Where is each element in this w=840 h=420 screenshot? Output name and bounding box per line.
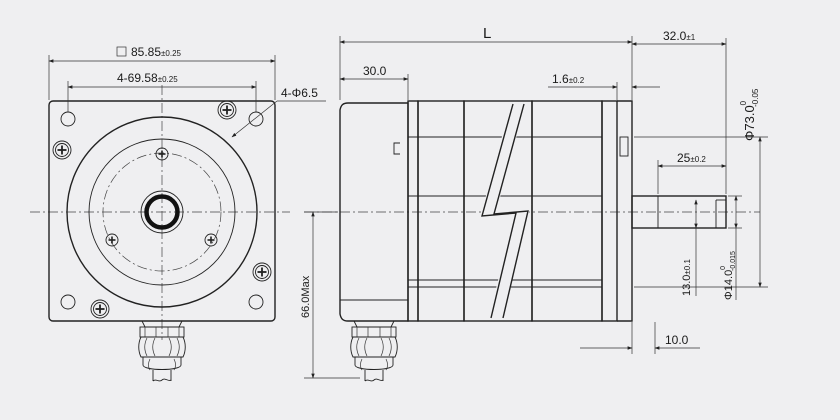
face-screw-icon: [105, 233, 119, 247]
dim-shaft-dia-text: Φ14.00-0.015: [720, 251, 737, 300]
dim-flat-length-text: 25±0.2: [677, 151, 706, 165]
cable-gland-side-icon: [350, 320, 398, 382]
shaft-bore: [144, 194, 180, 230]
mounting-hole-top-left: [60, 111, 76, 127]
side-view: L 32.0±1 30.0 1.6±0.2 25±0.2 Φ73.00-0.05…: [300, 25, 768, 382]
shaft: [631, 195, 727, 229]
dim-hole-dia-text: 4-Φ6.5: [281, 86, 318, 100]
mounting-hole-bottom-left: [60, 294, 76, 310]
break-line: [481, 103, 517, 319]
dim-flange-thickness-text: 1.6±0.2: [552, 72, 585, 86]
stator-block: [601, 100, 618, 322]
square-symbol-icon: [116, 46, 127, 57]
dim-pilot-dia-text: Φ73.00-0.05: [739, 88, 760, 141]
shaft-boss: [140, 190, 184, 234]
face-screw-icon: [204, 233, 218, 247]
pilot-circle: [88, 138, 236, 286]
dim-stub-text: 10.0: [665, 333, 689, 347]
cable-gland-front-icon: [138, 320, 186, 382]
hole-dia-leader: [231, 100, 278, 138]
corner-screw-icon: [52, 140, 72, 160]
dim-rear-length-text: 30.0: [363, 64, 387, 78]
motor-body-circle: [66, 116, 258, 308]
corner-screw-icon: [90, 299, 110, 319]
dim-hole-spacing-text: 4-69.58±0.25: [117, 71, 178, 85]
dim-height-text: 66.0Max: [300, 275, 312, 318]
dim-length-text: L: [483, 25, 491, 42]
corner-screw-icon: [217, 100, 237, 120]
stator-block: [531, 100, 603, 322]
stator-block: [417, 100, 465, 322]
dim-flat-depth-text: 13.0±0.1: [681, 259, 693, 296]
stator-block: [407, 100, 419, 322]
dim-square-text: 85.85±0.25: [131, 45, 182, 59]
flange-slot: [619, 136, 629, 157]
mounting-hole-bottom-right: [248, 294, 264, 310]
front-view: 85.85±0.25 4-69.58±0.25 4-Φ6.5: [30, 45, 326, 382]
dim-shaft-length-text: 32.0±1: [663, 29, 696, 43]
front-flange: [617, 100, 633, 322]
corner-screw-icon: [252, 262, 272, 282]
mounting-flange-outline: [48, 100, 276, 322]
